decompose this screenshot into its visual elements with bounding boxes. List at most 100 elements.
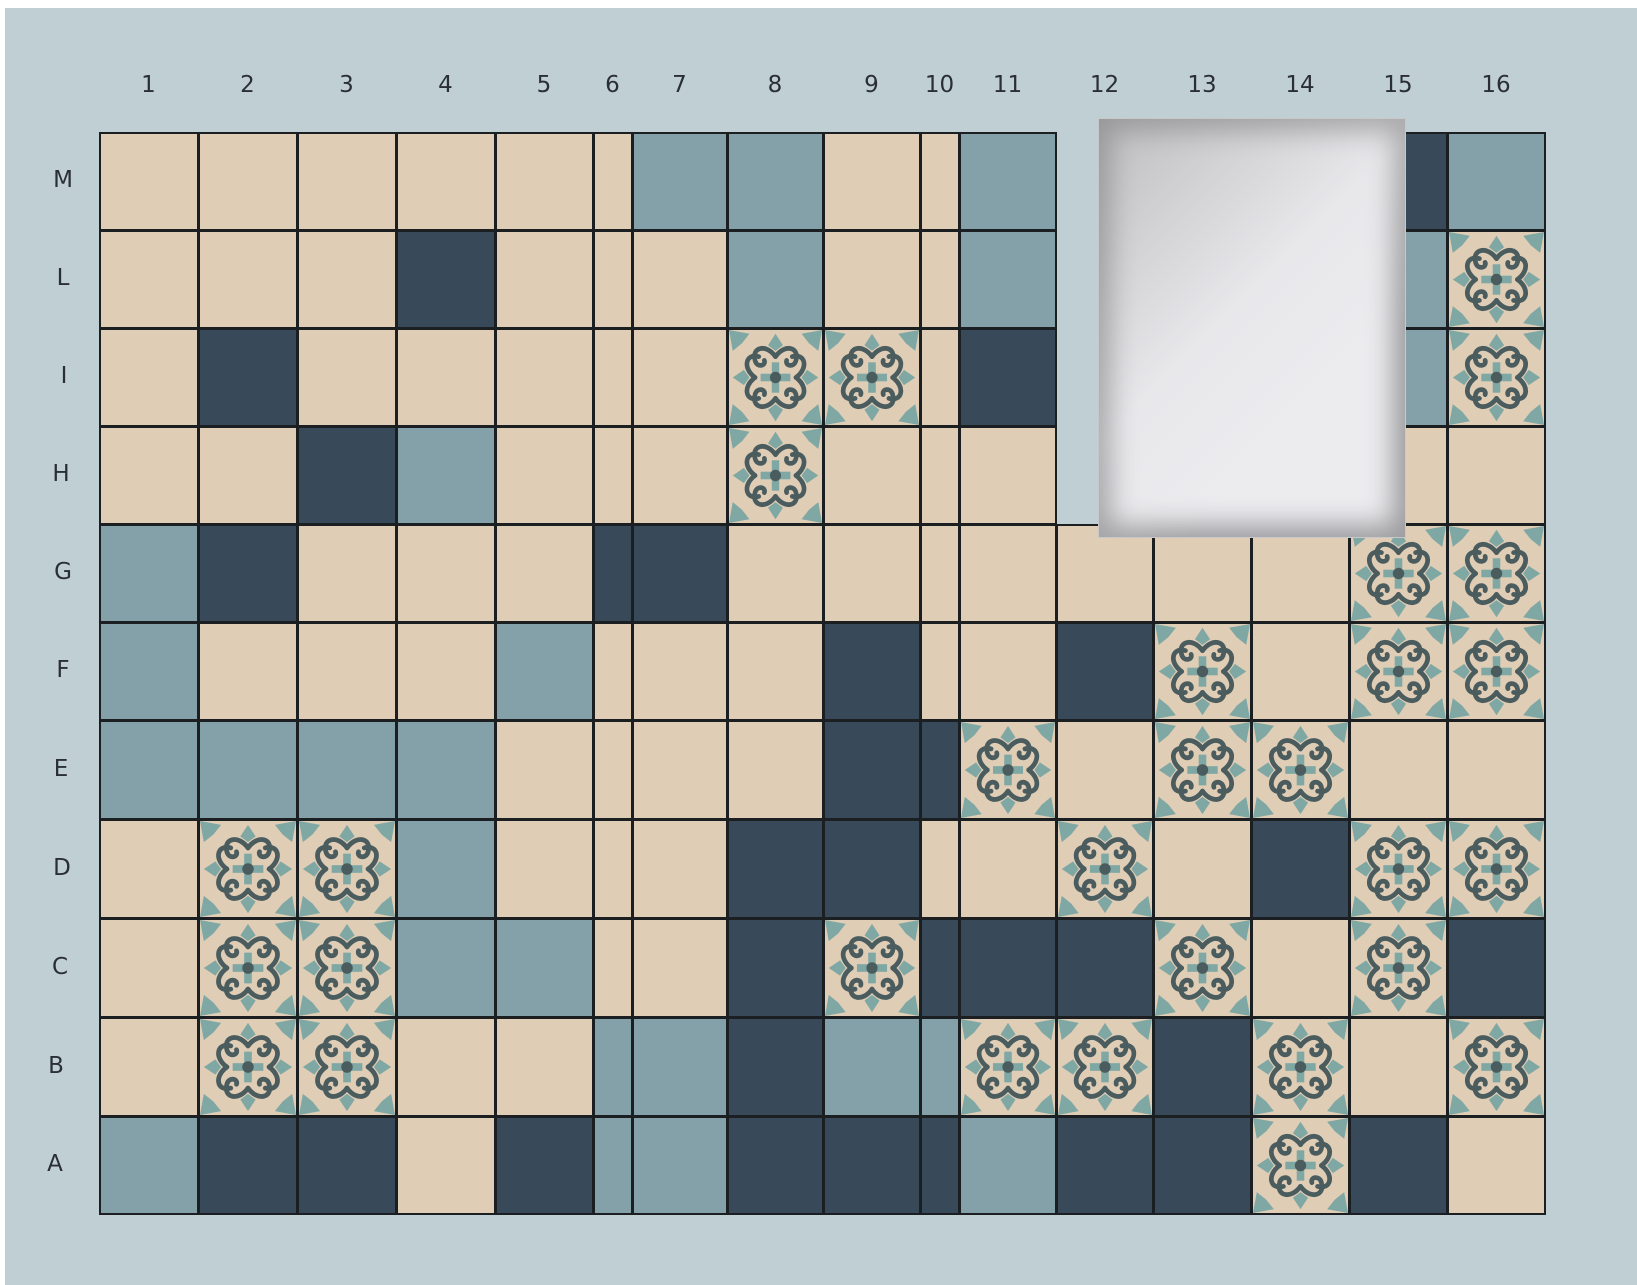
beige-tile (396, 328, 496, 427)
row-label-F: F (43, 657, 83, 683)
navy-tile (1056, 622, 1154, 721)
navy-tile (632, 524, 728, 623)
row-label-D: D (42, 855, 82, 881)
beige-tile (593, 622, 633, 721)
row-label-L: L (43, 265, 83, 291)
column-label-13: 13 (1152, 72, 1252, 98)
patterned-tile (1447, 819, 1546, 919)
teal-tile (823, 1017, 921, 1117)
beige-tile (593, 918, 633, 1018)
beige-tile (1153, 819, 1252, 919)
navy-tile (495, 1116, 594, 1215)
beige-tile (632, 819, 728, 919)
navy-tile (593, 524, 633, 623)
teal-tile (99, 622, 199, 721)
teal-tile (959, 1116, 1057, 1215)
teal-tile (99, 524, 199, 623)
beige-tile (99, 328, 199, 427)
teal-tile (727, 230, 824, 329)
patterned-tile (727, 328, 824, 427)
column-label-14: 14 (1250, 72, 1350, 98)
patterned-tile (1251, 720, 1350, 820)
beige-tile (959, 622, 1057, 721)
patterned-tile (1447, 230, 1546, 329)
beige-tile (959, 524, 1057, 623)
beige-tile (920, 230, 960, 329)
beige-tile (495, 819, 594, 919)
beige-tile (959, 426, 1057, 525)
beige-tile (1447, 1116, 1546, 1215)
beige-tile (1251, 918, 1350, 1018)
teal-tile (593, 1017, 633, 1117)
patterned-tile (1447, 622, 1546, 721)
row-label-G: G (43, 559, 83, 585)
patterned-tile (1153, 622, 1252, 721)
teal-tile (1447, 132, 1546, 231)
column-label-15: 15 (1348, 72, 1448, 98)
patterned-tile (198, 918, 298, 1018)
navy-tile (823, 819, 921, 919)
navy-tile (297, 1116, 397, 1215)
beige-tile (632, 918, 728, 1018)
teal-tile (99, 1116, 199, 1215)
column-label-4: 4 (396, 72, 496, 98)
navy-tile (198, 1116, 298, 1215)
teal-tile (727, 132, 824, 231)
column-label-11: 11 (958, 72, 1058, 98)
beige-tile (920, 328, 960, 427)
beige-tile (396, 524, 496, 623)
teal-tile (297, 720, 397, 820)
beige-tile (495, 230, 594, 329)
beige-tile (632, 230, 728, 329)
patterned-tile (1447, 1017, 1546, 1117)
teal-tile (495, 918, 594, 1018)
beige-tile (1251, 524, 1350, 623)
beige-tile (593, 819, 633, 919)
column-label-8: 8 (725, 72, 825, 98)
teal-tile (495, 622, 594, 721)
beige-tile (99, 1017, 199, 1117)
patterned-tile (297, 819, 397, 919)
beige-tile (920, 132, 960, 231)
beige-tile (99, 819, 199, 919)
beige-tile (99, 918, 199, 1018)
beige-tile (727, 622, 824, 721)
patterned-tile (959, 720, 1057, 820)
beige-tile (920, 524, 960, 623)
navy-tile (727, 1017, 824, 1117)
row-label-H: H (41, 461, 81, 487)
row-label-I: I (44, 363, 84, 389)
beige-tile (99, 132, 199, 231)
patterned-tile (959, 1017, 1057, 1117)
navy-tile (823, 1116, 921, 1215)
patterned-tile (1056, 819, 1154, 919)
beige-tile (396, 622, 496, 721)
row-label-E: E (41, 756, 81, 782)
row-label-C: C (40, 954, 80, 980)
column-label-16: 16 (1446, 72, 1546, 98)
beige-tile (495, 1017, 594, 1117)
column-label-12: 12 (1055, 72, 1155, 98)
beige-tile (823, 132, 921, 231)
beige-tile (1251, 622, 1350, 721)
navy-tile (198, 328, 298, 427)
beige-tile (198, 230, 298, 329)
navy-tile (823, 720, 921, 820)
patterned-tile (1056, 1017, 1154, 1117)
navy-tile (1349, 1116, 1448, 1215)
beige-tile (920, 819, 960, 919)
patterned-tile (727, 426, 824, 525)
beige-tile (823, 524, 921, 623)
row-label-A: A (35, 1151, 75, 1177)
navy-tile (1056, 918, 1154, 1018)
beige-tile (495, 132, 594, 231)
beige-tile (632, 426, 728, 525)
teal-tile (632, 1017, 728, 1117)
beige-tile (396, 132, 496, 231)
navy-tile (727, 1116, 824, 1215)
beige-tile (727, 720, 824, 820)
beige-tile (1153, 524, 1252, 623)
beige-tile (823, 426, 921, 525)
beige-tile (1056, 524, 1154, 623)
beige-tile (593, 720, 633, 820)
